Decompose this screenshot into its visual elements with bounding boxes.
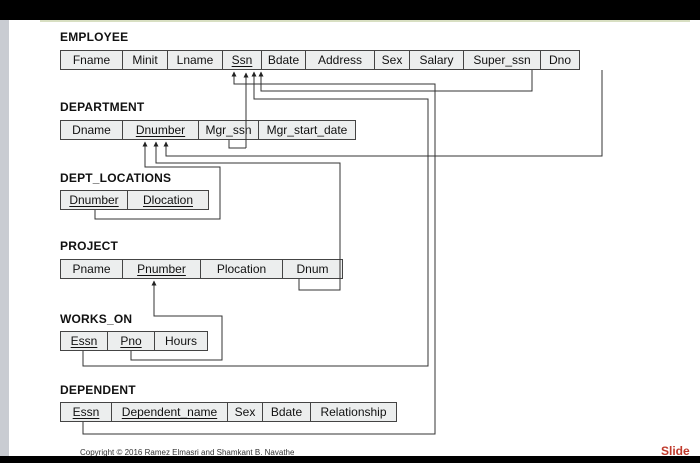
department-title: DEPARTMENT: [60, 100, 145, 114]
dependent-attr-relationship: Relationship: [310, 402, 397, 422]
attribute-label: Pno: [120, 334, 142, 348]
slide-label: Slide: [661, 444, 690, 456]
attribute-label: Dlocation: [142, 193, 194, 207]
employee-attr-salary: Salary: [409, 50, 464, 70]
project-attr-pnumber: Pnumber: [122, 259, 201, 279]
works-on-attr-hours: Hours: [154, 331, 208, 351]
copyright-text: Copyright © 2016 Ramez Elmasri and Shamk…: [80, 448, 295, 457]
attribute-label: Dname: [72, 123, 111, 137]
employee-attr-fname: Fname: [60, 50, 123, 70]
attribute-label: Pname: [72, 262, 111, 276]
attribute-label: Mgr_start_date: [266, 123, 348, 137]
dept-locations-attr-dnumber: Dnumber: [60, 190, 128, 210]
dept-locations-attr-dlocation: Dlocation: [127, 190, 209, 210]
employee-attr-bdate: Bdate: [261, 50, 306, 70]
attribute-label: Bdate: [267, 53, 300, 67]
attribute-label: Dnum: [296, 262, 329, 276]
dependent-schema-row: Essn Dependent_name Sex Bdate Relationship: [60, 402, 397, 422]
attribute-label: Dnumber: [69, 193, 119, 207]
employee-attr-super-ssn: Super_ssn: [463, 50, 541, 70]
department-schema-row: Dname Dnumber Mgr_ssn Mgr_start_date: [60, 120, 356, 140]
dependent-attr-essn: Essn: [60, 402, 112, 422]
attribute-label: Ssn: [231, 53, 253, 67]
works-on-attr-essn: Essn: [60, 331, 108, 351]
slide-top-rule: [40, 20, 690, 22]
dependent-attr-dependent-name: Dependent_name: [111, 402, 228, 422]
attribute-label: Super_ssn: [473, 53, 531, 67]
project-attr-plocation: Plocation: [200, 259, 283, 279]
attribute-label: Salary: [419, 53, 454, 67]
project-attr-pname: Pname: [60, 259, 123, 279]
attribute-label: Sex: [234, 405, 256, 419]
works-on-attr-pno: Pno: [107, 331, 155, 351]
project-attr-dnum: Dnum: [282, 259, 343, 279]
attribute-label: Pnumber: [137, 262, 186, 276]
attribute-label: Essn: [72, 405, 100, 419]
department-attr-mgr-ssn: Mgr_ssn: [198, 120, 259, 140]
employee-attr-ssn: Ssn: [222, 50, 262, 70]
project-schema-row: Pname Pnumber Plocation Dnum: [60, 259, 343, 279]
works-on-title: WORKS_ON: [60, 312, 133, 326]
attribute-label: Plocation: [216, 262, 267, 276]
attribute-label: Hours: [164, 334, 197, 348]
project-title: PROJECT: [60, 239, 119, 253]
department-attr-mgr-start-date: Mgr_start_date: [258, 120, 356, 140]
attribute-label: Dno: [548, 53, 571, 67]
slide-left-edge: [0, 20, 9, 456]
works-on-schema-row: Essn Pno Hours: [60, 331, 208, 351]
employee-attr-sex: Sex: [374, 50, 410, 70]
dependent-attr-bdate: Bdate: [262, 402, 311, 422]
employee-attr-lname: Lname: [167, 50, 223, 70]
employee-attr-address: Address: [305, 50, 375, 70]
attribute-label: Sex: [381, 53, 403, 67]
employee-title: EMPLOYEE: [60, 30, 129, 44]
dependent-attr-sex: Sex: [227, 402, 263, 422]
department-attr-dname: Dname: [60, 120, 123, 140]
attribute-label: Dependent_name: [121, 405, 218, 419]
attribute-label: Dnumber: [135, 123, 186, 137]
attribute-label: Mgr_ssn: [205, 123, 252, 137]
attribute-label: Minit: [132, 53, 158, 67]
attribute-label: Fname: [72, 53, 111, 67]
attribute-label: Relationship: [320, 405, 387, 419]
attribute-label: Bdate: [270, 405, 303, 419]
slide-bottom-edge: [0, 456, 700, 463]
department-attr-dnumber: Dnumber: [122, 120, 199, 140]
attribute-label: Essn: [70, 334, 98, 348]
dept-locations-schema-row: Dnumber Dlocation: [60, 190, 209, 210]
employee-schema-row: Fname Minit Lname Ssn Bdate Address Sex Salary S…: [60, 50, 580, 70]
employee-attr-minit: Minit: [122, 50, 168, 70]
attribute-label: Lname: [176, 53, 214, 67]
dependent-title: DEPENDENT: [60, 383, 136, 397]
attribute-label: Address: [317, 53, 363, 67]
dept-locations-title: DEPT_LOCATIONS: [60, 171, 172, 185]
employee-attr-dno: Dno: [540, 50, 580, 70]
